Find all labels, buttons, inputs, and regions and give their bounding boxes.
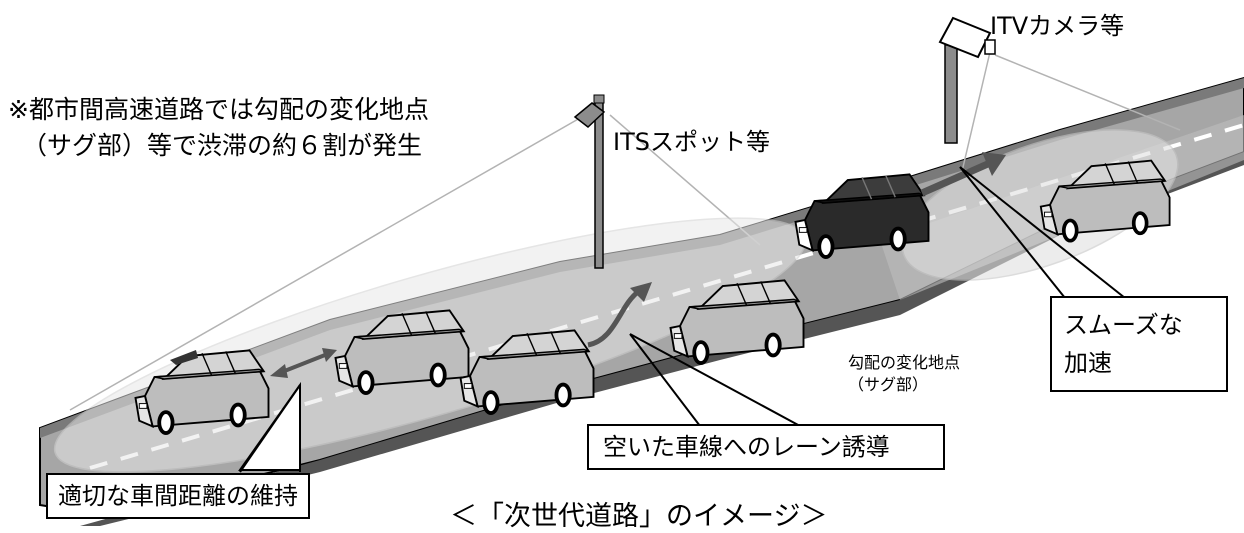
itv-camera bbox=[938, 16, 996, 144]
note-line-2: （サグ部）等で渋滞の約６割が発生 bbox=[22, 131, 423, 160]
callout-lane-guidance: 空いた車線へのレーン誘導 bbox=[587, 424, 945, 470]
sag-label-line-1: 勾配の変化地点 bbox=[848, 353, 961, 372]
car-rear-shadow bbox=[170, 350, 198, 365]
distance-arrow bbox=[270, 348, 337, 378]
its-spot-pole bbox=[573, 94, 606, 269]
sag-point-label: 勾配の変化地点 （サグ部） bbox=[848, 352, 960, 396]
callout-smooth-acceleration: スムーズな 加速 bbox=[1050, 296, 1228, 392]
callout-pointers bbox=[238, 166, 1126, 473]
figure-caption: ＜「次世代道路」のイメージ＞ bbox=[450, 501, 828, 532]
smooth-line-2: 加速 bbox=[1064, 349, 1112, 377]
sag-label-line-2: （サグ部） bbox=[848, 375, 929, 394]
congestion-note: ※都市間高速道路では勾配の変化地点 （サグ部）等で渋滞の約６割が発生 bbox=[8, 92, 478, 164]
acceleration-arrow bbox=[920, 152, 1006, 197]
itv-camera-label: ITVカメラ等 bbox=[990, 12, 1125, 40]
smooth-line-1: スムーズな bbox=[1064, 311, 1183, 339]
note-line-1: ※都市間高速道路では勾配の変化地点 bbox=[8, 95, 429, 124]
lane-change-arrow bbox=[587, 282, 652, 348]
its-spot-label: ITSスポット等 bbox=[613, 128, 770, 156]
callout-spacing: 適切な車間距離の維持 bbox=[46, 473, 310, 519]
